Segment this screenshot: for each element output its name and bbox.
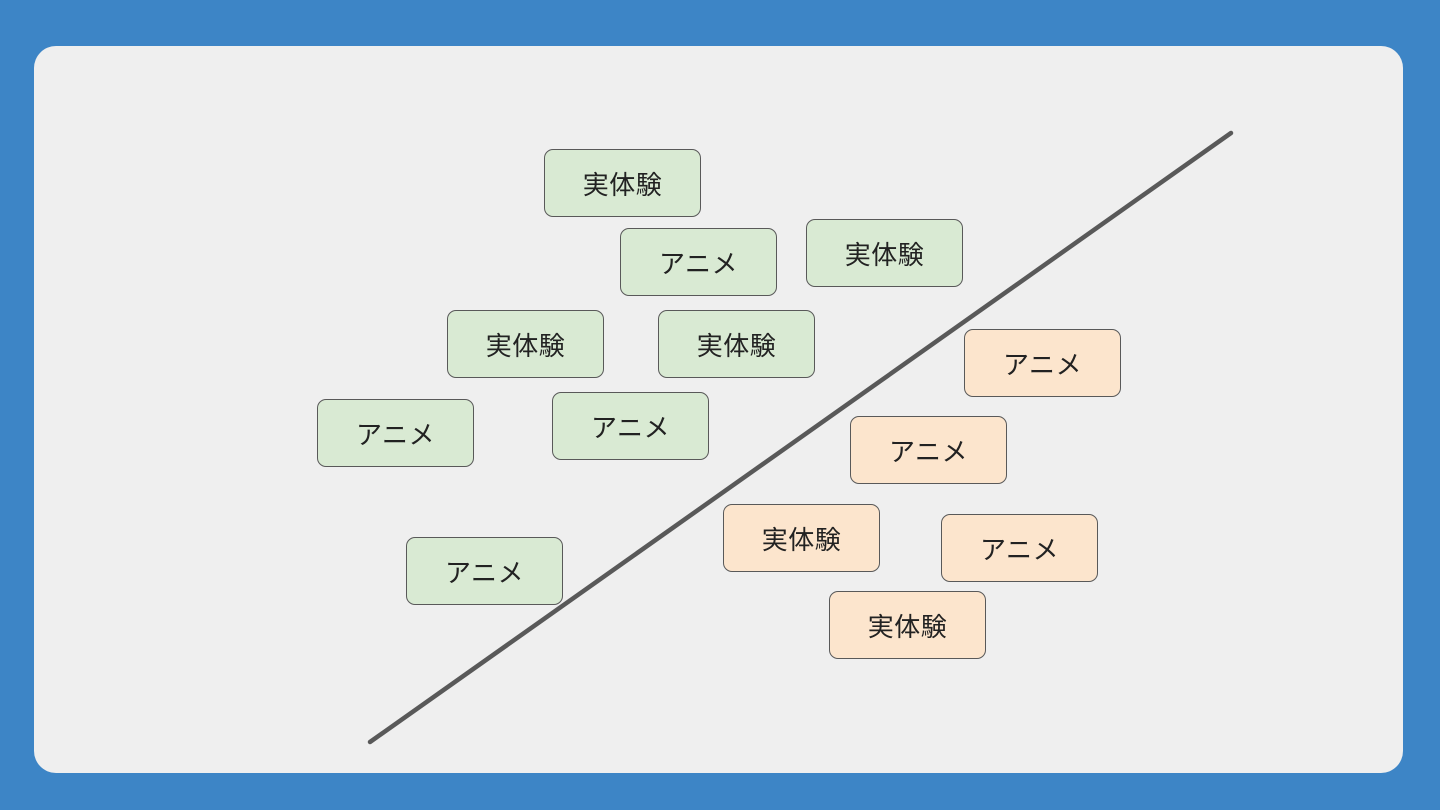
card-anime: アニメ [620,228,777,296]
card-anime: アニメ [552,392,709,460]
diagram-canvas [34,46,1403,773]
card-real-experience: 実体験 [806,219,963,287]
card-real-experience: 実体験 [658,310,815,378]
card-anime: アニメ [317,399,474,467]
card-real-experience: 実体験 [829,591,986,659]
card-anime: アニメ [964,329,1121,397]
card-anime: アニメ [941,514,1098,582]
card-real-experience: 実体験 [447,310,604,378]
card-real-experience: 実体験 [723,504,880,572]
card-anime: アニメ [406,537,563,605]
card-anime: アニメ [850,416,1007,484]
card-real-experience: 実体験 [544,149,701,217]
